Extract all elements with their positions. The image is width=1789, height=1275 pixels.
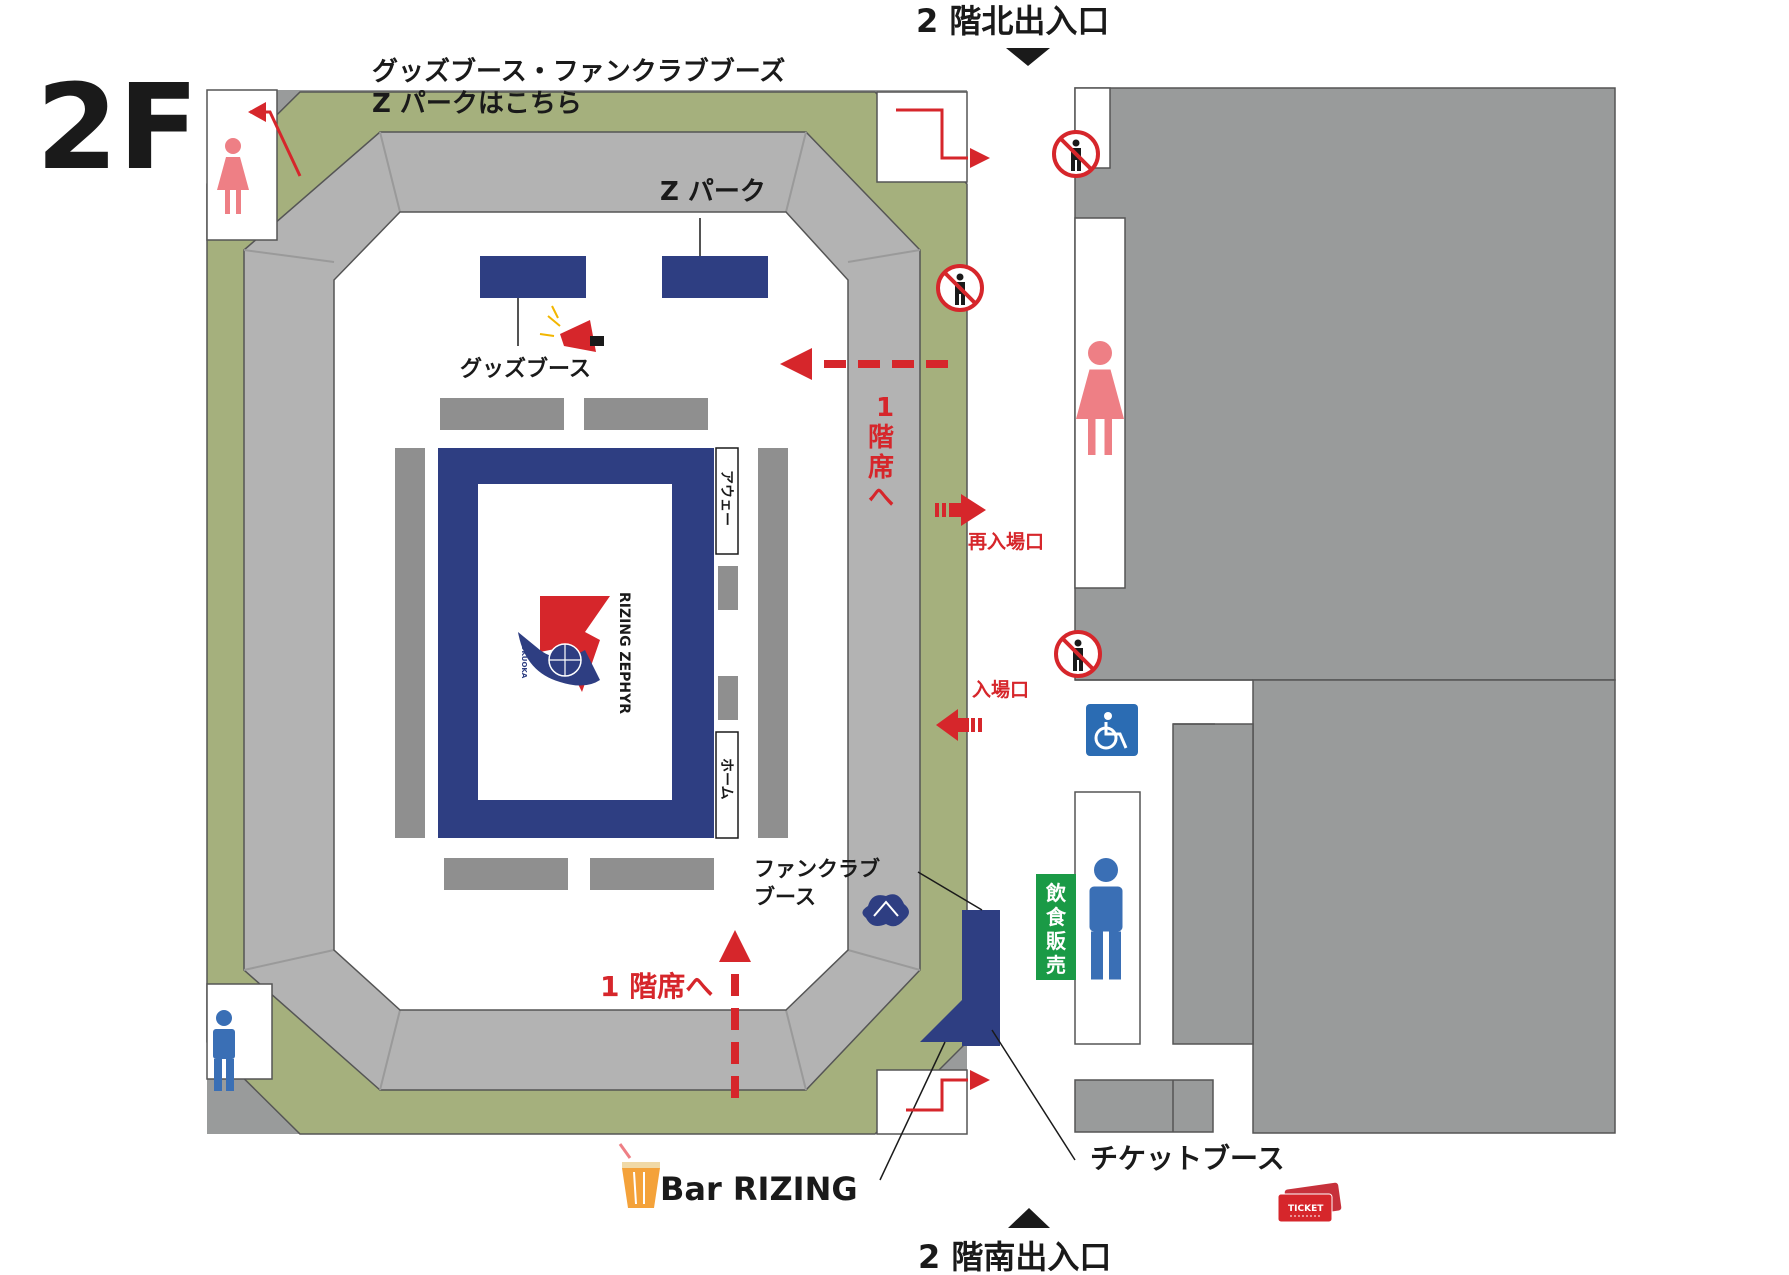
no-entry-icon [936,264,984,312]
south-exit-label: 2 階南出入口 [918,1238,1111,1275]
ticket-icon-text: TICKET [1288,1204,1324,1214]
se-arrow-head [970,1070,990,1090]
top-note-line1: グッズブース・ファンクラブブーズ [372,56,785,87]
to-first-floor-vertical-3: 席 [868,452,894,483]
food-sales-4: 売 [1046,953,1066,977]
ticket-booth-block [962,980,1000,1046]
no-entry-icon [1054,630,1102,678]
seat-block [395,448,425,838]
food-sales-1: 飲 [1045,881,1067,905]
seat-block [718,676,738,720]
away-label: アウェー [718,470,734,526]
home-bench [715,731,739,839]
wheelchair-icon [1086,704,1138,756]
to-first-floor-vertical-2: 階 [868,423,894,453]
to-first-floor-vertical-4: へ [868,483,894,513]
ne-room [876,91,968,183]
bar-label: Bar RIZING [660,1170,858,1208]
drink-icon [618,1143,660,1208]
no-entry-icon [1052,130,1100,178]
entrance-label: 入場口 [972,679,1029,701]
food-sales-2: 食 [1046,905,1067,929]
floor-label: 2F [36,58,199,196]
to-first-floor-label: 1 階席へ [600,970,713,1003]
away-bench [715,447,739,555]
seat-block [718,566,738,610]
seat-block [758,448,788,838]
reentry-arrow [935,494,986,526]
top-note-line2: Z パークはこちら [372,89,582,119]
team-city: FUKUOKA [520,640,528,679]
fanclub-label-1: ファンクラブ [754,857,880,881]
seat-block [590,858,714,890]
south-exit-arrow [1008,1208,1050,1228]
home-label: ホーム [718,758,734,800]
south-block [1074,1079,1214,1133]
goods-booth-block [480,256,586,298]
east-inner-block [1172,723,1254,1045]
seat-block [440,398,564,430]
north-exit-label: 2 階北出入口 [916,2,1109,40]
z-park-label: Z パーク [660,177,766,207]
team-name: RIZING ZEPHYR [616,592,632,714]
east-building-south [1252,679,1616,1134]
nw-arrow-head [248,102,266,122]
food-sales-3: 販 [1046,929,1067,953]
fanclub-logo-icon [862,894,909,927]
dashed-arrow-left-head [780,348,812,380]
megaphone-icon [539,305,604,352]
ne-arrow-head [970,148,990,168]
north-exit-arrow [1006,48,1050,66]
bar-block [920,1000,962,1042]
fanclub-label-2: ブース [754,885,816,909]
food-sales-sign [1036,874,1076,980]
entrance-arrow [936,709,982,741]
goods-booth-label: グッズブース [460,356,591,382]
ne-direction-arrow [896,108,968,160]
seat-block [444,858,568,890]
dashed-arrow-up-head [719,930,751,962]
east-building-north [1074,87,1616,681]
seat-block [584,398,708,430]
ticket-booth-label: チケットブース [1090,1142,1285,1175]
reentry-label: 再入場口 [968,531,1044,553]
goods-booth-block [662,256,768,298]
se-direction-arrow [906,1078,968,1112]
ticket-icon: TICKET [1277,1182,1342,1223]
to-first-floor-vertical-1: 1 [876,393,894,423]
fanclub-booth-block [962,910,1000,980]
team-logo [518,596,610,692]
